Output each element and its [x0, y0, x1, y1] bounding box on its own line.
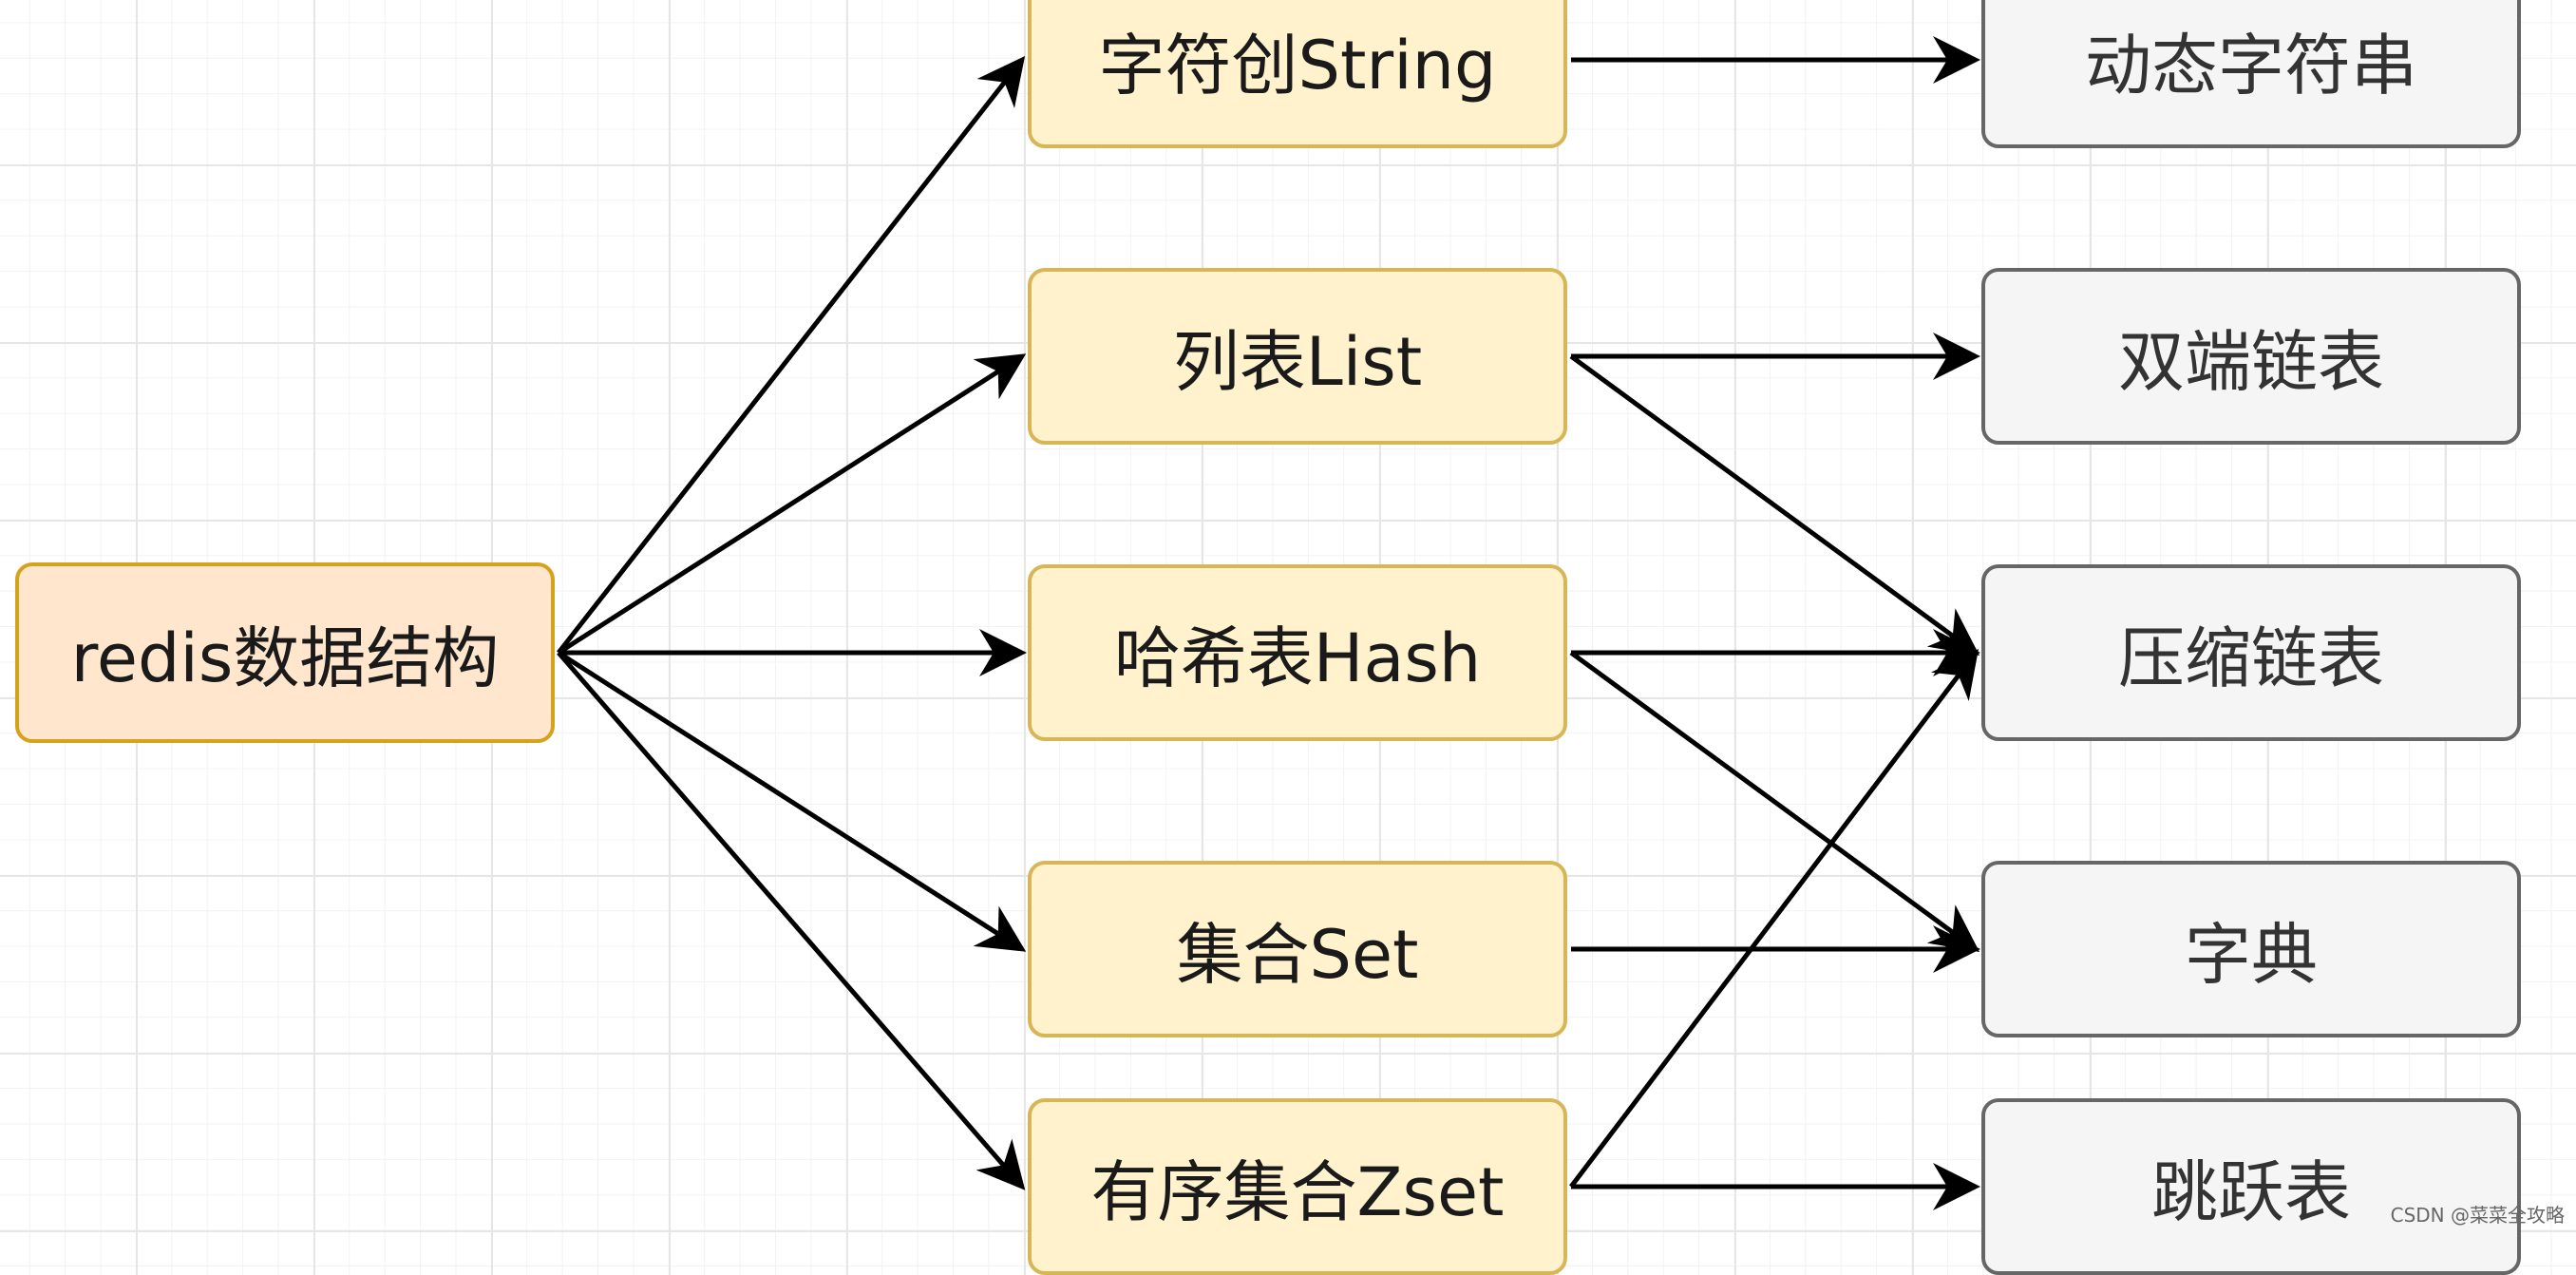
type-node-hash[interactable]: 哈希表Hash — [1028, 564, 1567, 741]
type-node-label: 字符创String — [1098, 26, 1497, 105]
type-node-string[interactable]: 字符创String — [1028, 0, 1567, 148]
watermark-text: CSDN @菜菜全攻略 — [2390, 1204, 2565, 1227]
arrow-type-4-to-impl-2 — [1569, 649, 1979, 1189]
edges-layer — [557, 36, 1980, 1210]
impl-node-label: 动态字符串 — [2085, 26, 2417, 105]
impl-node-label: 字典 — [2185, 915, 2318, 994]
arrow-root-to-type-0 — [557, 56, 1026, 655]
type-node-label: 哈希表Hash — [1113, 618, 1482, 697]
arrow-type-2-to-impl-3 — [1569, 650, 1980, 952]
root-node-redis[interactable]: redis数据结构 — [15, 562, 555, 743]
impl-node-label: 双端链表 — [2118, 322, 2384, 401]
impl-node-label: 压缩链表 — [2118, 618, 2384, 697]
impl-node-dict[interactable]: 字典 — [1981, 861, 2521, 1037]
type-node-zset[interactable]: 有序集合Zset — [1028, 1098, 1567, 1275]
type-node-label: 列表List — [1172, 322, 1423, 401]
arrow-root-to-type-1 — [557, 353, 1027, 656]
arrow-type-1-to-impl-2 — [1569, 353, 1980, 656]
impl-node-sds[interactable]: 动态字符串 — [1981, 0, 2521, 148]
arrow-root-to-type-4 — [557, 651, 1026, 1190]
impl-node-skiplist[interactable]: 跳跃表 — [1981, 1098, 2521, 1275]
type-node-label: 有序集合Zset — [1090, 1152, 1505, 1231]
type-node-list[interactable]: 列表List — [1028, 268, 1567, 445]
impl-node-label: 跳跃表 — [2151, 1152, 2351, 1231]
type-node-label: 集合Set — [1176, 915, 1419, 994]
impl-node-ziplist[interactable]: 压缩链表 — [1981, 564, 2521, 741]
arrow-root-to-type-3 — [557, 650, 1027, 952]
type-node-set[interactable]: 集合Set — [1028, 861, 1567, 1037]
impl-node-linkedlist[interactable]: 双端链表 — [1981, 268, 2521, 445]
root-node-label: redis数据结构 — [70, 618, 500, 697]
